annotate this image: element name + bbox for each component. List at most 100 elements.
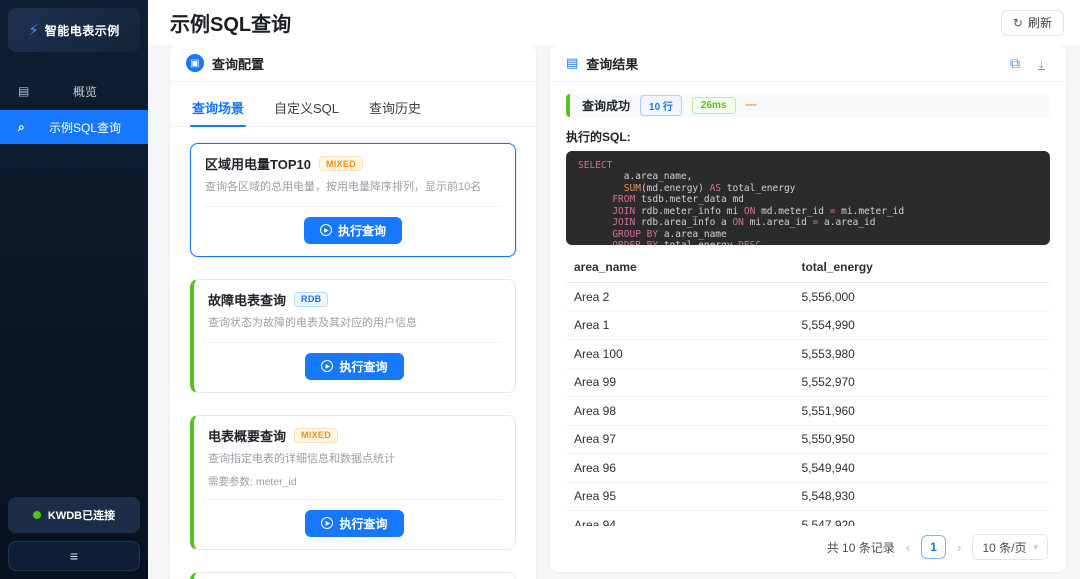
table-body[interactable]: Area 25,556,000Area 15,554,990Area 1005,… xyxy=(566,283,1050,526)
result-document-icon: ▤ xyxy=(566,55,578,71)
current-page-button[interactable]: 1 xyxy=(921,535,946,559)
cell-area-name: Area 2 xyxy=(566,290,793,304)
scenario-card[interactable]: 区域用电量TOP10MIXED 查询各区域的总用电量，按用电量降序排列，显示前10… xyxy=(190,143,516,257)
table-header-row: area_name total_energy xyxy=(566,255,1050,283)
sql-token: total_energy xyxy=(721,183,795,194)
scenario-title-row: 电表概要查询MIXED xyxy=(208,426,501,445)
app-title: 智能电表示例 xyxy=(45,22,120,39)
sql-token xyxy=(578,240,612,245)
cell-total-energy: 5,547,920 xyxy=(793,518,1050,526)
scenario-title-row: 区域用电量TOP10MIXED xyxy=(205,154,501,173)
query-time-badge: 26ms xyxy=(692,97,736,114)
table-row: Area 1005,553,980 xyxy=(566,340,1050,369)
sql-token xyxy=(578,229,612,240)
config-panel-title: 查询配置 xyxy=(212,54,264,73)
page-size-select[interactable]: 10 条/页 ▾ xyxy=(972,534,1048,560)
total-records-label: 共 10 条记录 xyxy=(827,539,895,556)
menu-fold-icon: ≡ xyxy=(70,548,78,564)
download-results-icon[interactable]: ↓ xyxy=(1033,55,1050,71)
sidebar-item-overview[interactable]: ▤概览 xyxy=(0,74,148,108)
sql-token: (md.energy) xyxy=(641,183,710,194)
sidebar-nav: ▤概览⌕示例SQL查询 xyxy=(0,74,148,144)
cell-area-name: Area 95 xyxy=(566,489,793,503)
lightning-bolt-icon: ⚡ xyxy=(28,21,39,39)
sql-token: rdb.area_info a xyxy=(635,217,732,228)
table-row: Area 985,551,960 xyxy=(566,397,1050,426)
query-config-icon: ▣ xyxy=(186,54,204,72)
scenario-description: 查询各区域的总用电量，按用电量降序排列，显示前10名 xyxy=(205,180,501,196)
main-area: 示例SQL查询 ↻ 刷新 ▣ 查询配置 查询场景自定义SQL查询历史 区域用电量… xyxy=(148,0,1080,579)
sql-token: SELECT xyxy=(578,160,612,171)
sql-token xyxy=(578,206,612,217)
column-header-area-name: area_name xyxy=(566,260,793,274)
sql-token: rdb.meter_info mi xyxy=(635,206,744,217)
sql-token: md.meter_id xyxy=(755,206,829,217)
tab-1[interactable]: 自定义SQL xyxy=(272,92,341,126)
overview-icon: ▤ xyxy=(18,84,34,98)
scenario-title: 电表概要查询 xyxy=(208,426,286,445)
config-tabs: 查询场景自定义SQL 查询历史 xyxy=(170,82,536,127)
sql-token: FROM xyxy=(612,194,635,205)
run-query-button[interactable]: ▶执行查询 xyxy=(305,510,403,537)
config-panel-header: ▣ 查询配置 xyxy=(170,45,536,82)
scenario-card[interactable]: 电表概要查询MIXED查询指定电表的详细信息和数据点统计需要参数: meter_… xyxy=(190,415,516,550)
run-query-button[interactable]: ▶执行查询 xyxy=(304,217,402,244)
table-row: Area 975,550,950 xyxy=(566,426,1050,455)
run-query-button[interactable]: ▶执行查询 xyxy=(305,353,403,380)
sql-token: mi.area_id xyxy=(744,217,813,228)
next-page-button[interactable]: › xyxy=(955,540,963,555)
table-row: Area 995,552,970 xyxy=(566,369,1050,398)
sidebar: ⚡ 智能电表示例 ▤概览⌕示例SQL查询 KWDB已连接 ≡ xyxy=(0,0,148,579)
sql-token: JOIN xyxy=(612,217,635,228)
sql-token: total_energy xyxy=(658,240,738,245)
sql-line: a.area_name, xyxy=(578,171,1038,183)
pagination-bar: 共 10 条记录 ‹ 1 › 10 条/页 ▾ xyxy=(566,526,1050,562)
run-button-row: ▶执行查询 xyxy=(208,510,501,537)
sql-token: GROUP BY xyxy=(612,229,658,240)
refresh-icon: ↻ xyxy=(1013,16,1023,30)
cell-total-energy: 5,551,960 xyxy=(793,404,1050,418)
sql-line: SELECT xyxy=(578,160,1038,172)
sidebar-bottom: KWDB已连接 ≡ xyxy=(0,489,148,579)
cell-area-name: Area 100 xyxy=(566,347,793,361)
cell-area-name: Area 1 xyxy=(566,318,793,332)
query-status-bar: 查询成功 10 行 26ms — xyxy=(566,94,1050,117)
scenario-description: 查询指定电表的详细信息和数据点统计 xyxy=(208,452,501,468)
green-status-dot-icon xyxy=(33,511,41,519)
sql-line: FROM tsdb.meter_data md xyxy=(578,194,1038,206)
table-row: Area 945,547,920 xyxy=(566,511,1050,526)
sidebar-item-sql-query[interactable]: ⌕示例SQL查询 xyxy=(0,110,148,144)
content-area: ▣ 查询配置 查询场景自定义SQL 查询历史 区域用电量TOP10MIXED 查询各… xyxy=(148,45,1080,579)
column-header-total-energy: total_energy xyxy=(793,260,1050,274)
sql-code-block: SELECT a.area_name, SUM(md.energy) AS to… xyxy=(566,151,1050,245)
scenario-title: 区域用电量TOP10 xyxy=(205,154,311,173)
scenario-card[interactable]: 故障电表查询RDB查询状态为故障的电表及其对应的用户信息▶执行查询 xyxy=(190,279,516,393)
chevron-down-icon: ▾ xyxy=(1033,542,1038,553)
cell-area-name: Area 96 xyxy=(566,461,793,475)
db-connection-status[interactable]: KWDB已连接 xyxy=(8,497,140,533)
cell-area-name: Area 98 xyxy=(566,404,793,418)
sql-token: a.area_name, xyxy=(578,171,692,182)
play-icon: ▶ xyxy=(321,360,333,372)
sql-token: ORDER BY xyxy=(612,240,658,245)
cell-area-name: Area 94 xyxy=(566,518,793,526)
sidebar-item-label: 概览 xyxy=(34,83,136,100)
refresh-label: 刷新 xyxy=(1028,14,1052,31)
sql-token xyxy=(578,183,624,194)
cell-total-energy: 5,550,950 xyxy=(793,432,1050,446)
table-row: Area 965,549,940 xyxy=(566,454,1050,483)
result-panel-header: ▤ 查询结果 ⧉ ↓ xyxy=(550,45,1066,82)
copy-sql-icon[interactable]: ⧉ xyxy=(1005,55,1025,72)
tab-0[interactable]: 查询场景 xyxy=(190,92,246,126)
sidebar-collapse-button[interactable]: ≡ xyxy=(8,541,140,571)
scenario-card[interactable]: 告警检测MIXED根据告警规则检测异常电表数据▶执行查询 xyxy=(190,572,516,579)
card-divider xyxy=(206,499,503,500)
sql-token: DESC xyxy=(738,240,761,245)
tab-2[interactable]: 查询历史 xyxy=(367,92,423,126)
download-arrow-icon: ↓ xyxy=(1038,58,1045,70)
prev-page-button[interactable]: ‹ xyxy=(904,540,912,555)
table-row: Area 955,548,930 xyxy=(566,483,1050,512)
refresh-button[interactable]: ↻ 刷新 xyxy=(1001,10,1064,36)
table-row: Area 15,554,990 xyxy=(566,312,1050,341)
sql-line: JOIN rdb.meter_info mi ON md.meter_id = … xyxy=(578,206,1038,218)
